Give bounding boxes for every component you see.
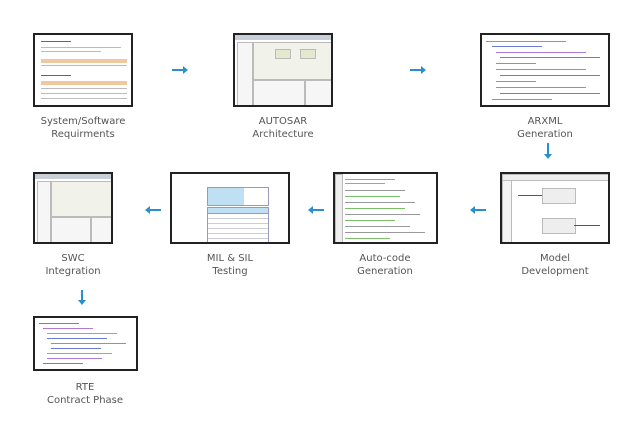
label-line: Contract Phase [46,395,124,406]
label-line: Testing [212,266,248,277]
arrow-left-icon [475,209,486,211]
label-line: Integration [45,266,101,277]
arrow-left-icon [313,209,324,211]
arrow-down-icon [81,290,83,301]
label-line: Architecture [252,129,314,140]
label-line: Auto-code [359,253,411,264]
arxml-thumbnail [480,33,610,107]
swc-integration-thumbnail [33,172,113,244]
arrow-right-icon [172,69,184,71]
step-label-rte: RTE Contract Phase [15,381,155,407]
label-line: AUTOSAR [258,116,308,127]
autocode-thumbnail [333,172,438,244]
label-line: RTE [75,382,95,393]
arrow-head [544,154,552,159]
arrow-head [470,206,475,214]
mil-sil-testing-thumbnail [170,172,290,244]
label-line: ARXML [527,116,563,127]
label-line: Generation [517,129,573,140]
arrow-down-icon [547,143,549,155]
label-line: Model [539,253,571,264]
arrow-right-icon [410,69,422,71]
step-label-swc: SWC Integration [3,252,143,278]
label-line: Generation [357,266,413,277]
label-line: MIL & SIL [206,253,254,264]
requirements-thumbnail [33,33,133,107]
model-development-thumbnail [500,172,610,244]
autosar-architecture-thumbnail [233,33,333,107]
arrow-head [421,66,426,74]
step-label-arxml: ARXML Generation [475,115,615,141]
step-label-mil-sil: MIL & SIL Testing [160,252,300,278]
label-line: System/Software [40,116,126,127]
label-line: SWC [61,253,85,264]
arrow-head [78,300,86,305]
step-label-autosar: AUTOSAR Architecture [213,115,353,141]
rte-contract-thumbnail [33,316,138,371]
label-line: Requirments [51,129,115,140]
label-line: Development [521,266,589,277]
arrow-head [308,206,313,214]
arrow-head [183,66,188,74]
arrow-left-icon [150,209,161,211]
arrow-head [145,206,150,214]
